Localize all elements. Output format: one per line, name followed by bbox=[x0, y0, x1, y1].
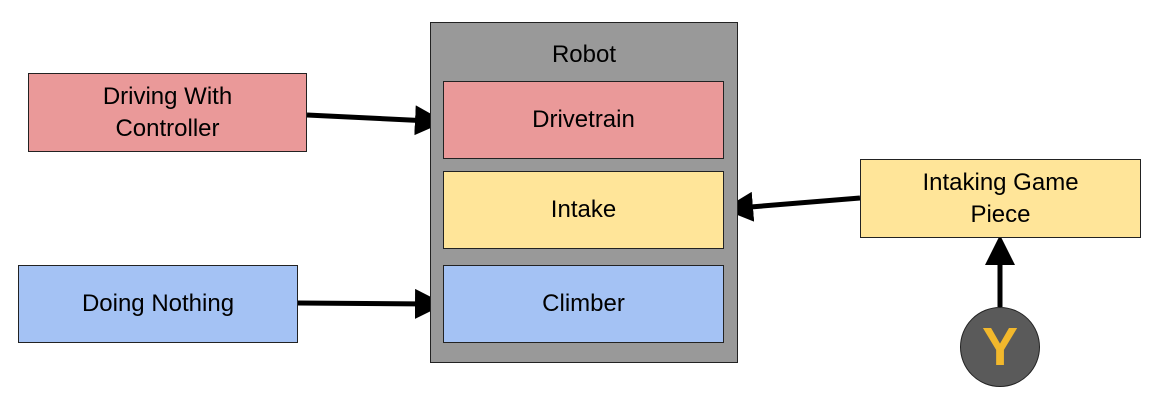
y-button-icon: Y bbox=[960, 307, 1040, 387]
subsystem-intake: Intake bbox=[443, 171, 724, 249]
arrow-driving-to-drivetrain bbox=[306, 105, 445, 136]
command-driving-with-controller: Driving With Controller bbox=[28, 73, 307, 152]
arrow-intaking-to-intake bbox=[723, 191, 861, 222]
subsystem-climber: Climber bbox=[443, 265, 724, 343]
command-doing-nothing: Doing Nothing bbox=[18, 265, 298, 343]
robot-title: Robot bbox=[551, 41, 617, 68]
subsystem-drivetrain: Drivetrain bbox=[443, 81, 724, 159]
command-intaking-game-piece: Intaking Game Piece bbox=[860, 159, 1141, 238]
arrow-nothing-to-climber bbox=[297, 288, 445, 319]
